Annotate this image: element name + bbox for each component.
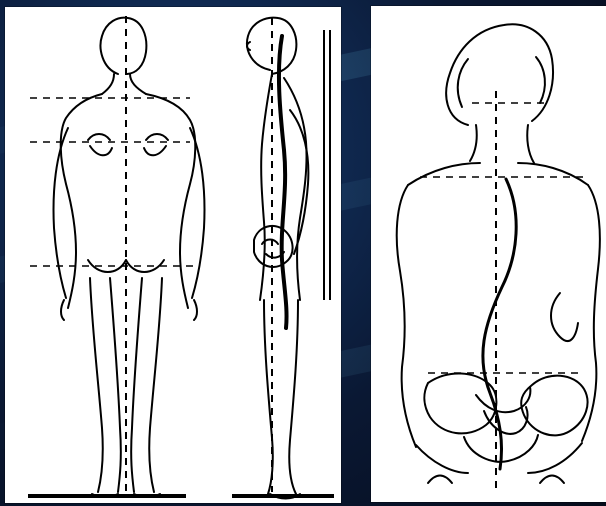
posture-panel-left [5,7,341,503]
torso-spine-curve [483,179,516,469]
posture-views-svg [6,8,340,502]
posterior-view-figure [54,18,205,497]
posture-panel-right [371,6,606,502]
torso-reference-lines [420,103,586,373]
lateral-wall [324,30,330,300]
torso-curvature-svg [372,7,605,501]
